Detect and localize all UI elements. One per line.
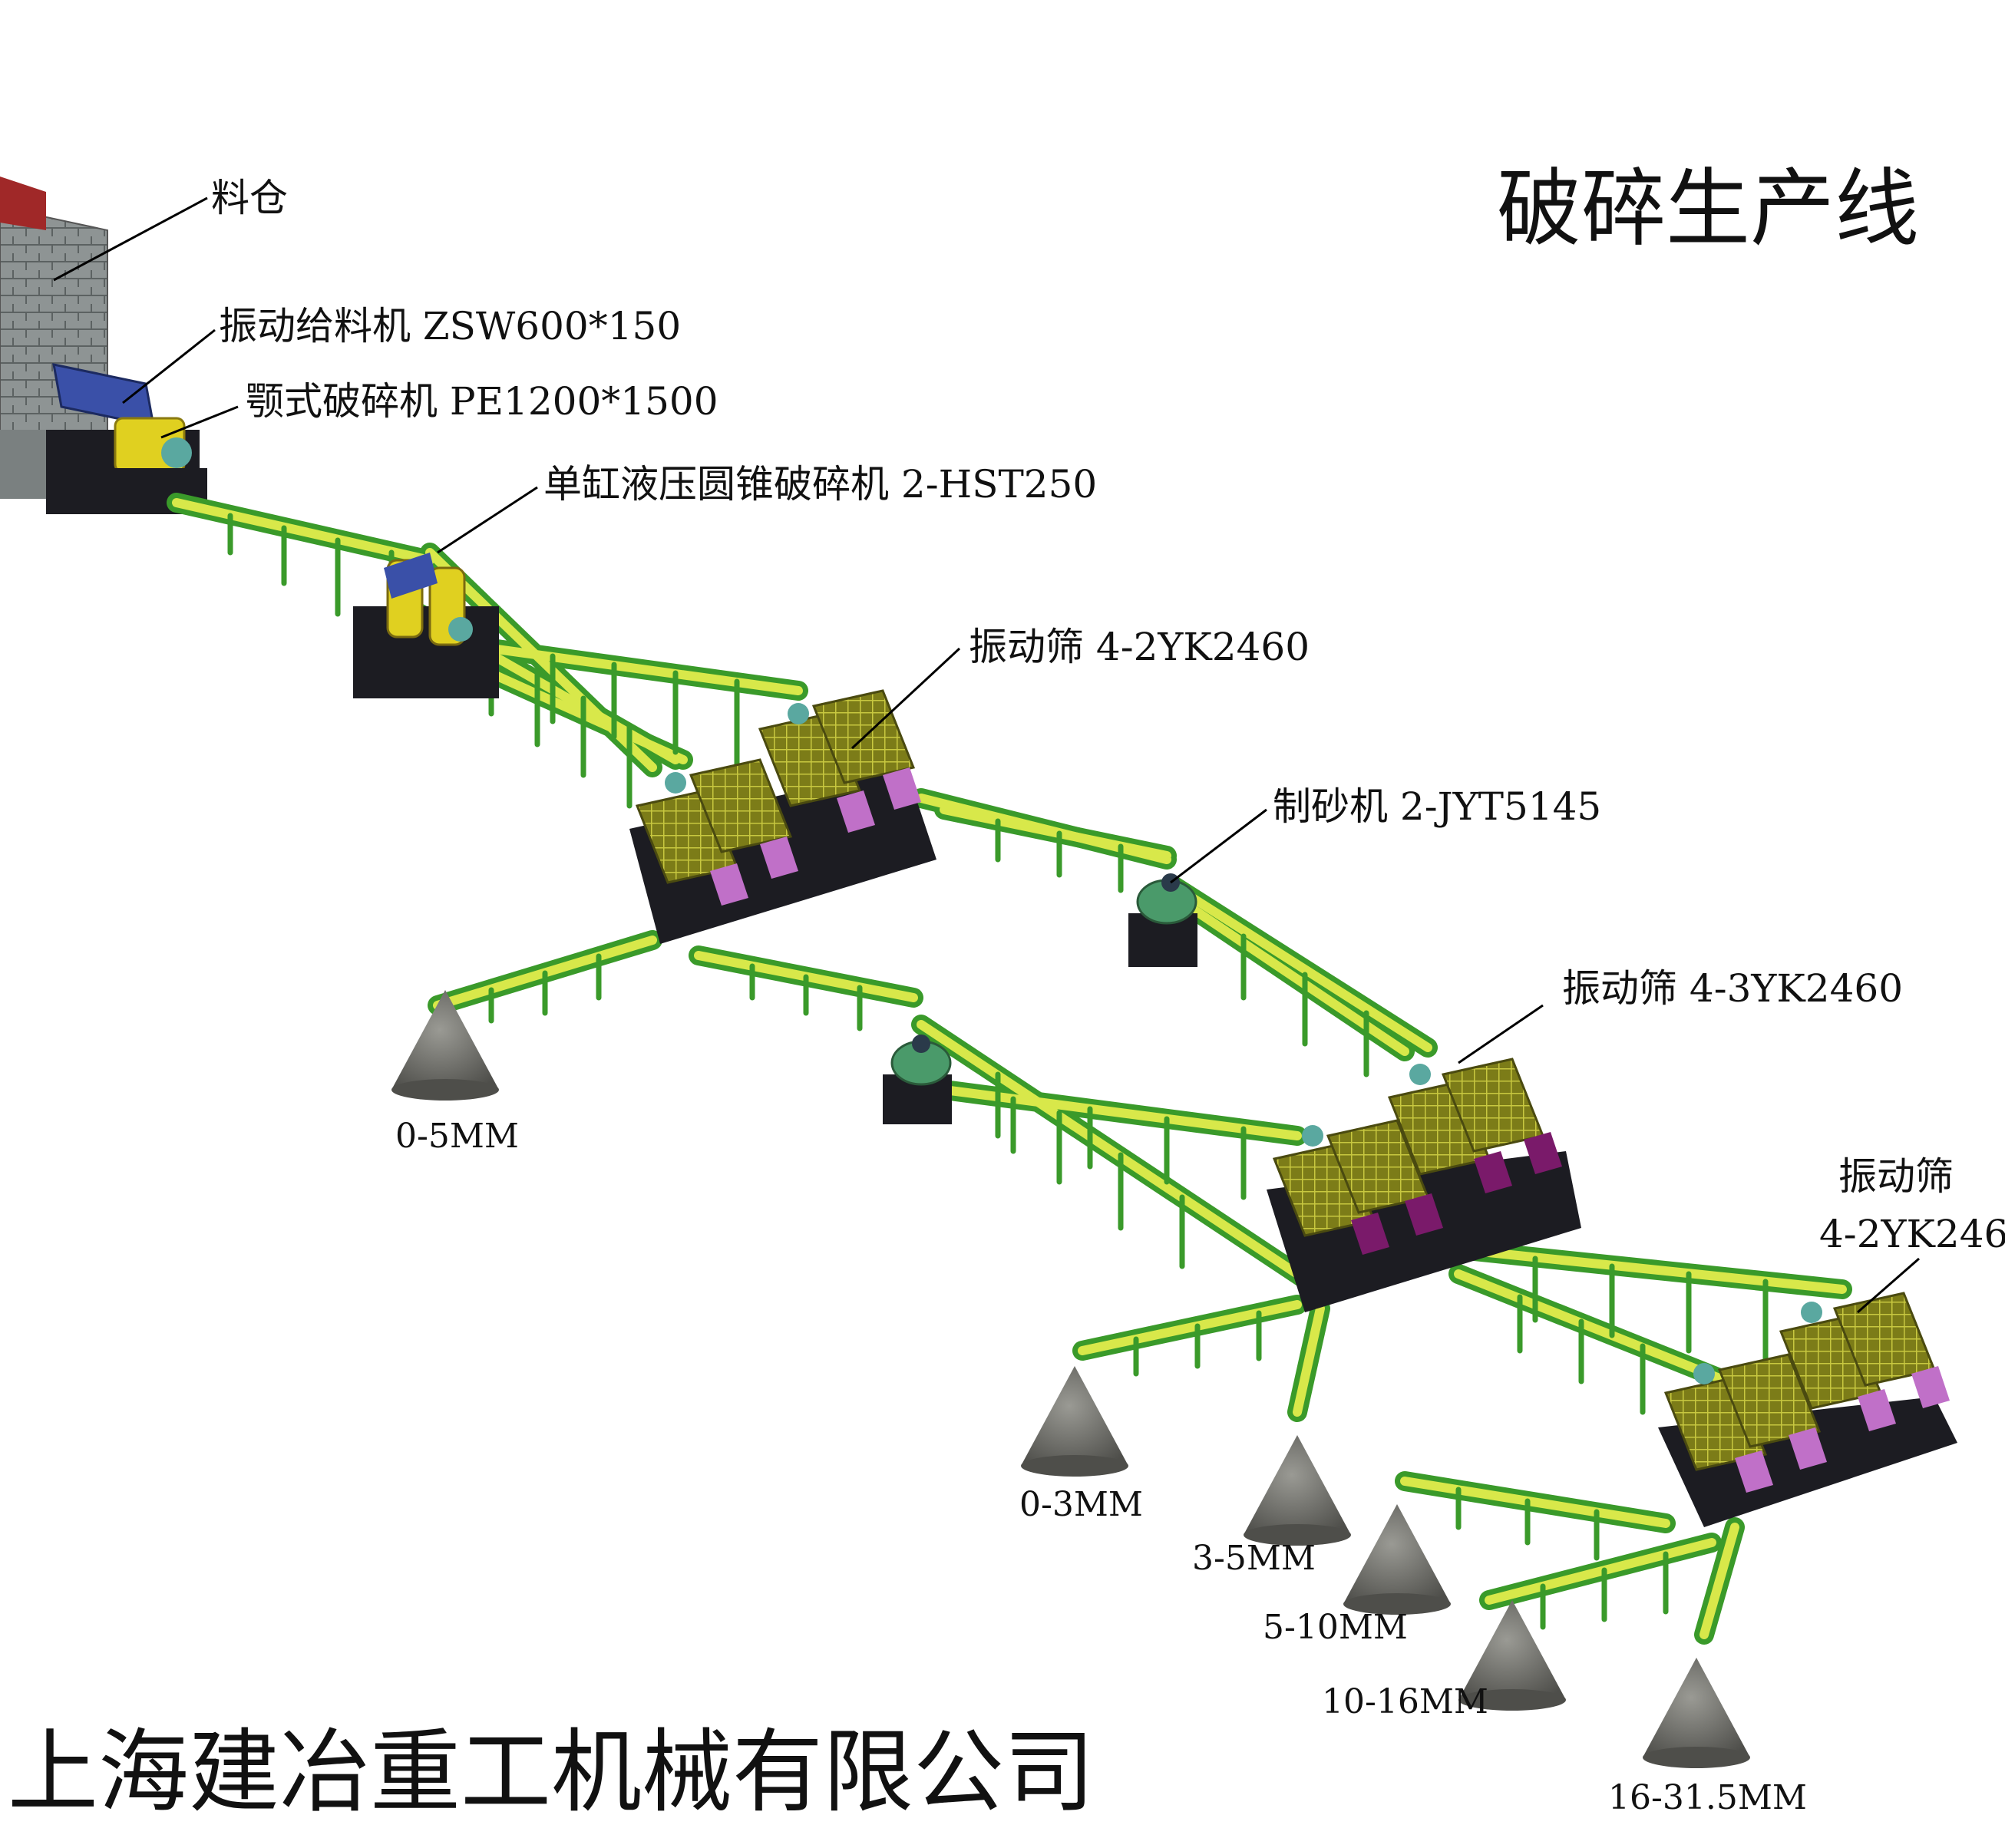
label-product-3-5mm: 3-5MM xyxy=(1192,1539,1316,1578)
label-product-16-31-5mm: 16-31.5MM xyxy=(1608,1778,1807,1817)
jaw-crusher-machine xyxy=(92,417,207,514)
leader-lines xyxy=(53,196,1920,1314)
sand-maker-1 xyxy=(1128,873,1197,967)
diagram-title: 破碎生产线 xyxy=(1497,160,1919,258)
sand-maker-2 xyxy=(883,1035,952,1124)
label-product-5-10mm: 5-10MM xyxy=(1263,1608,1408,1647)
stockpile-10-16mm xyxy=(1458,1600,1566,1700)
label-cone-crusher: 单缸液压圆锥破碎机 2-HST250 xyxy=(543,462,1097,507)
label-screen-3-line1: 振动筛 xyxy=(1838,1154,1954,1199)
stockpile-0-3mm xyxy=(1021,1366,1128,1466)
label-screen-2: 振动筛 4-3YK2460 xyxy=(1562,966,1903,1011)
stockpiles xyxy=(391,990,1750,1768)
stockpile-0-5mm xyxy=(391,990,499,1090)
stockpile-16-31-5mm xyxy=(1643,1658,1750,1757)
label-screen-3-line2: 4-2YK2460 xyxy=(1819,1212,2005,1256)
cone-crusher-station xyxy=(353,553,499,698)
label-product-0-3mm: 0-3MM xyxy=(1019,1485,1143,1524)
label-sand-maker: 制砂机 2-JYT5145 xyxy=(1273,784,1601,829)
label-product-10-16mm: 10-16MM xyxy=(1322,1682,1488,1721)
screen-station-3 xyxy=(1658,1292,1957,1527)
stockpile-3-5mm xyxy=(1244,1435,1351,1535)
company-name: 上海建冶重工机械有限公司 xyxy=(8,1719,1095,1825)
label-product-0-5mm: 0-5MM xyxy=(395,1117,519,1156)
screen-station-2 xyxy=(1267,1058,1581,1312)
label-jaw-crusher: 颚式破碎机 PE1200*1500 xyxy=(246,379,718,424)
label-feeder: 振动给料机 ZSW600*150 xyxy=(219,304,681,348)
stockpile-5-10mm xyxy=(1343,1504,1451,1604)
label-silo: 料仓 xyxy=(211,176,288,220)
label-screen-1: 振动筛 4-2YK2460 xyxy=(969,625,1310,669)
